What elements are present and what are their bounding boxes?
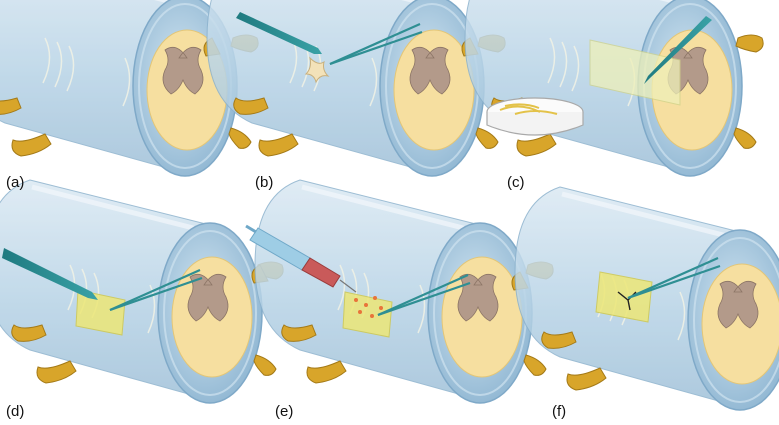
panel-e-syringe-icon bbox=[245, 224, 357, 293]
panel-c-petri-dish-icon bbox=[486, 97, 584, 136]
panel-label-e: (e) bbox=[275, 403, 294, 420]
panel-b-scalpel-icon bbox=[236, 12, 322, 54]
panel-label-a: (a) bbox=[6, 174, 25, 191]
panel-d-nerve-graft-scaffold bbox=[75, 289, 126, 336]
panel-e-cord-model bbox=[252, 180, 553, 403]
panel-label-b: (b) bbox=[255, 174, 274, 191]
panel-c-opened-dura-flap bbox=[589, 39, 681, 106]
panel-d-scalpel-icon bbox=[2, 248, 98, 300]
panel-c-scalpel-icon bbox=[644, 16, 712, 84]
panel-label-d: (d) bbox=[6, 403, 25, 420]
panel-b-cord-model bbox=[204, 0, 505, 176]
panel-d-cord-model bbox=[0, 180, 283, 403]
panel-label-f: (f) bbox=[552, 403, 567, 420]
panel-label-c: (c) bbox=[507, 174, 525, 191]
panel-e-injection-dots bbox=[354, 296, 383, 318]
panel-b-dura-incision-shape bbox=[304, 56, 330, 84]
